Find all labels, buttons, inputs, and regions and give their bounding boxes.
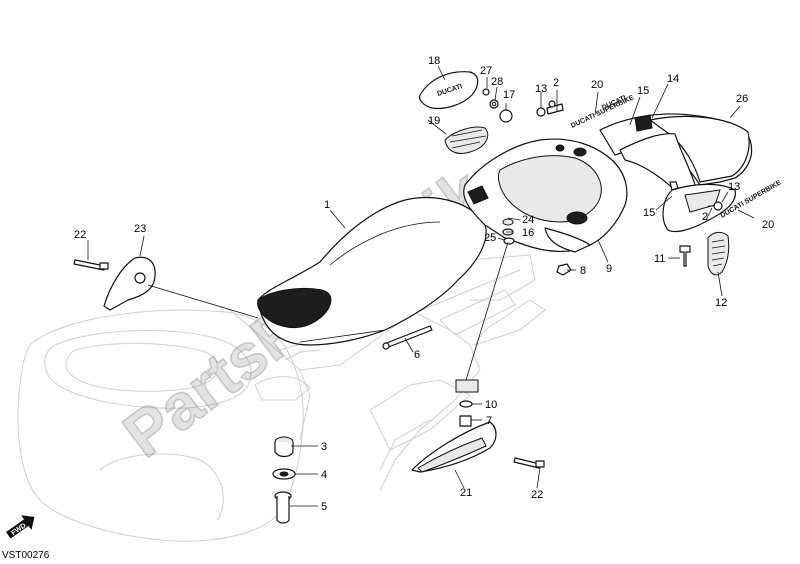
part-22-bolt-right	[513, 457, 545, 469]
part-18-passenger-pad: DUCATI	[419, 71, 479, 110]
callout-24: 24	[522, 214, 534, 226]
callout-2: 2	[702, 211, 708, 223]
hardware-bracket-center	[455, 379, 479, 393]
callout-21: 21	[460, 487, 472, 499]
forward-arrow-icon: FWD	[6, 515, 35, 539]
part-6-rod	[382, 325, 433, 350]
part-11-bolt	[679, 245, 691, 267]
forward-label: FWD	[10, 522, 27, 537]
callout-19: 19	[428, 115, 440, 127]
callout-20: 20	[762, 219, 774, 231]
part-seat-cowl-frame	[463, 138, 628, 253]
callout-25: 25	[484, 232, 496, 244]
callout-1: 1	[324, 199, 330, 211]
callout-26: 26	[736, 93, 748, 105]
callout-15: 15	[637, 85, 649, 97]
part-10-washer	[459, 400, 473, 408]
part-3-grommet	[274, 436, 294, 458]
callout-8: 8	[580, 265, 586, 277]
callout-2: 2	[553, 77, 559, 89]
callout-22: 22	[74, 229, 86, 241]
part-5-bolt	[274, 491, 292, 524]
part-23-bracket	[103, 256, 259, 319]
part-rear-cowl	[599, 113, 753, 196]
callout-12: 12	[715, 297, 727, 309]
callout-13: 13	[535, 83, 547, 95]
part-rider-seat	[257, 197, 487, 346]
callout-14: 14	[667, 73, 679, 85]
callout-13: 13	[728, 181, 740, 193]
callout-labels: 1 2 2 3 4 5 6 7 8 9 10 11 12 13 13 14 15…	[74, 55, 774, 513]
part-19-grille-pad	[444, 126, 489, 154]
background-bike-outline	[17, 254, 546, 542]
callout-6: 6	[414, 349, 420, 361]
callout-28: 28	[491, 76, 503, 88]
callout-27: 27	[480, 65, 492, 77]
callout-5: 5	[321, 501, 327, 513]
hardware-top-cluster	[482, 88, 564, 123]
callout-3: 3	[321, 441, 327, 453]
callout-18: 18	[428, 55, 440, 67]
callout-17: 17	[503, 89, 515, 101]
callout-7: 7	[486, 415, 492, 427]
part-7-nut	[459, 415, 472, 427]
callout-11: 11	[654, 253, 665, 265]
reference-code: VST00276	[2, 550, 50, 561]
part-8-nut	[556, 263, 572, 276]
callout-22: 22	[531, 489, 543, 501]
callout-10: 10	[485, 399, 497, 411]
part-4-washer	[272, 468, 296, 480]
part-22-bolt-left	[73, 259, 109, 271]
callout-leaders	[87, 65, 755, 507]
callout-23: 23	[134, 223, 146, 235]
part-side-cover-grille	[707, 231, 730, 276]
part-21-lower-cover	[411, 421, 497, 473]
part-cowl-side-lower	[662, 183, 736, 233]
callout-20: 20	[591, 79, 603, 91]
callout-4: 4	[321, 469, 327, 481]
callout-16: 16	[522, 227, 534, 239]
callout-9: 9	[606, 263, 612, 275]
hardware-right-cluster	[669, 181, 723, 211]
callout-15: 15	[643, 207, 655, 219]
